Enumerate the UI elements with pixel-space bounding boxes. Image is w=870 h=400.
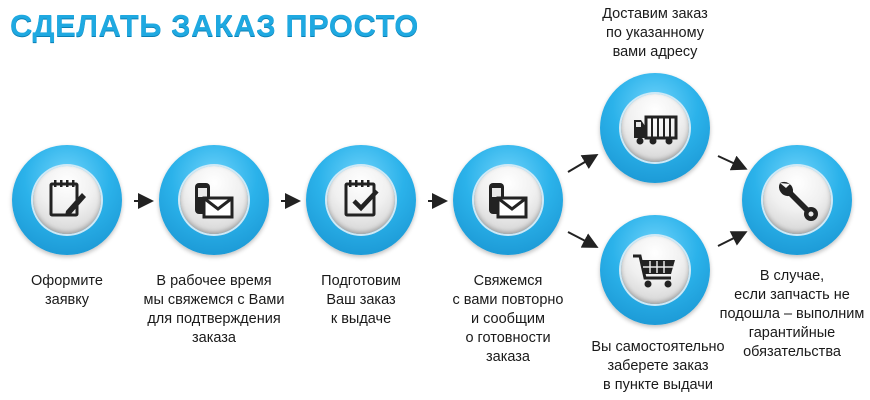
step-1-caption: Оформите заявку <box>31 273 103 308</box>
step-6 <box>600 215 710 325</box>
arrow-4-5 <box>567 153 599 173</box>
notepad-pen-icon <box>49 180 86 217</box>
step-4-caption: Свяжемся с вами повторно и сообщим о гот… <box>452 273 564 365</box>
arrow-5-7 <box>717 155 748 171</box>
notepad-check-icon <box>344 180 379 217</box>
step-4 <box>453 145 563 255</box>
arrow-4-6 <box>567 231 599 248</box>
phone-envelope-icon <box>489 183 528 219</box>
step-6-caption: Вы самостоятельно заберете заказ в пункт… <box>591 339 725 393</box>
step-1 <box>12 145 122 255</box>
page-title: СДЕЛАТЬ ЗАКАЗ ПРОСТО <box>10 8 419 43</box>
shopping-cart-icon <box>633 254 675 288</box>
step-3 <box>306 145 416 255</box>
step-5-caption: Доставим заказ по указанному вами адресу <box>602 6 708 60</box>
step-3-caption: Подготовим Ваш заказ к выдаче <box>321 273 401 327</box>
delivery-truck-icon <box>634 115 678 145</box>
step-7 <box>742 145 852 255</box>
step-2 <box>159 145 269 255</box>
step-2-caption: В рабочее время мы свяжемся с Вами для п… <box>143 273 285 346</box>
arrow-6-7 <box>717 231 748 247</box>
phone-envelope-icon <box>195 183 234 219</box>
wrench-icon <box>779 182 818 221</box>
step-5 <box>600 73 710 183</box>
step-7-caption: В случае, если запчасть не подошла – вып… <box>719 268 865 360</box>
